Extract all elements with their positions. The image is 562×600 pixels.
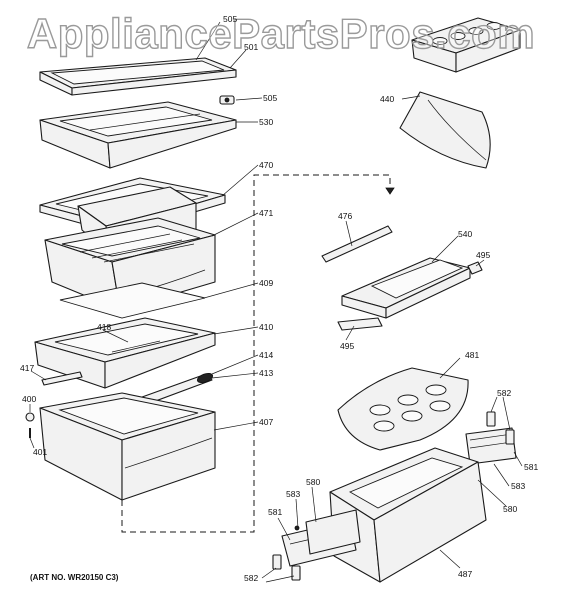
label-583-left[interactable]: 583	[286, 489, 300, 499]
lower-trim-part[interactable]	[337, 317, 383, 331]
label-505-top[interactable]: 505	[223, 14, 237, 24]
clip-part[interactable]	[25, 412, 35, 422]
egg-tray-part[interactable]	[337, 367, 469, 451]
label-414[interactable]: 414	[259, 350, 273, 360]
label-583-right[interactable]: 583	[511, 481, 525, 491]
shelf-glass-part[interactable]	[39, 57, 237, 96]
watermark-text: AppliancePartsPros.com	[27, 10, 535, 57]
label-470[interactable]: 470	[259, 160, 273, 170]
label-582-right[interactable]: 582	[497, 388, 511, 398]
label-505[interactable]: 505	[263, 93, 277, 103]
art-number: (ART NO. WR20150 C3)	[30, 573, 119, 582]
label-407[interactable]: 407	[259, 417, 273, 427]
tray-part[interactable]	[341, 257, 471, 319]
label-581-right[interactable]: 581	[524, 462, 538, 472]
trim-strip-part[interactable]	[321, 225, 393, 263]
label-417[interactable]: 417	[20, 363, 34, 373]
right-bracket-part[interactable]	[465, 427, 517, 465]
label-440[interactable]: 440	[380, 94, 394, 104]
leader-lines	[29, 21, 523, 583]
label-580-right[interactable]: 580	[503, 504, 517, 514]
label-481[interactable]: 481	[465, 350, 479, 360]
left-clip-b[interactable]	[291, 565, 301, 581]
slide-rod-part[interactable]	[41, 371, 83, 386]
label-582-left[interactable]: 582	[244, 573, 258, 583]
right-clip-a[interactable]	[486, 411, 496, 427]
dashed-connector	[121, 174, 391, 533]
part-labels: 505 501 505 530 470 471 409 418 410 414 …	[20, 14, 538, 583]
shelf-clip-part[interactable]	[219, 95, 235, 105]
connector-arrow	[385, 187, 395, 195]
curved-guard-part[interactable]	[399, 91, 491, 169]
left-clip-a[interactable]	[272, 554, 282, 570]
bottom-drawer-part[interactable]	[39, 392, 216, 501]
label-400[interactable]: 400	[22, 394, 36, 404]
label-476[interactable]: 476	[338, 211, 352, 221]
label-530[interactable]: 530	[259, 117, 273, 127]
left-rail-part[interactable]	[305, 509, 361, 555]
shelf-frame-part[interactable]	[39, 101, 237, 169]
label-401[interactable]: 401	[33, 447, 47, 457]
roller-part[interactable]	[196, 372, 214, 385]
label-580-left[interactable]: 580	[306, 477, 320, 487]
label-495-left[interactable]: 495	[340, 341, 354, 351]
label-540[interactable]: 540	[458, 229, 472, 239]
label-501[interactable]: 501	[244, 42, 258, 52]
label-418[interactable]: 418	[97, 322, 111, 332]
label-413[interactable]: 413	[259, 368, 273, 378]
cover-frame-part[interactable]	[34, 317, 216, 389]
label-581-left[interactable]: 581	[268, 507, 282, 517]
left-screw-part[interactable]	[294, 525, 300, 531]
label-487[interactable]: 487	[458, 569, 472, 579]
label-471[interactable]: 471	[259, 208, 273, 218]
door-bin-part[interactable]	[411, 17, 521, 73]
end-cap-part[interactable]	[467, 261, 483, 275]
right-clip-b[interactable]	[505, 429, 515, 445]
label-410[interactable]: 410	[259, 322, 273, 332]
label-409[interactable]: 409	[259, 278, 273, 288]
label-495-right[interactable]: 495	[476, 250, 490, 260]
